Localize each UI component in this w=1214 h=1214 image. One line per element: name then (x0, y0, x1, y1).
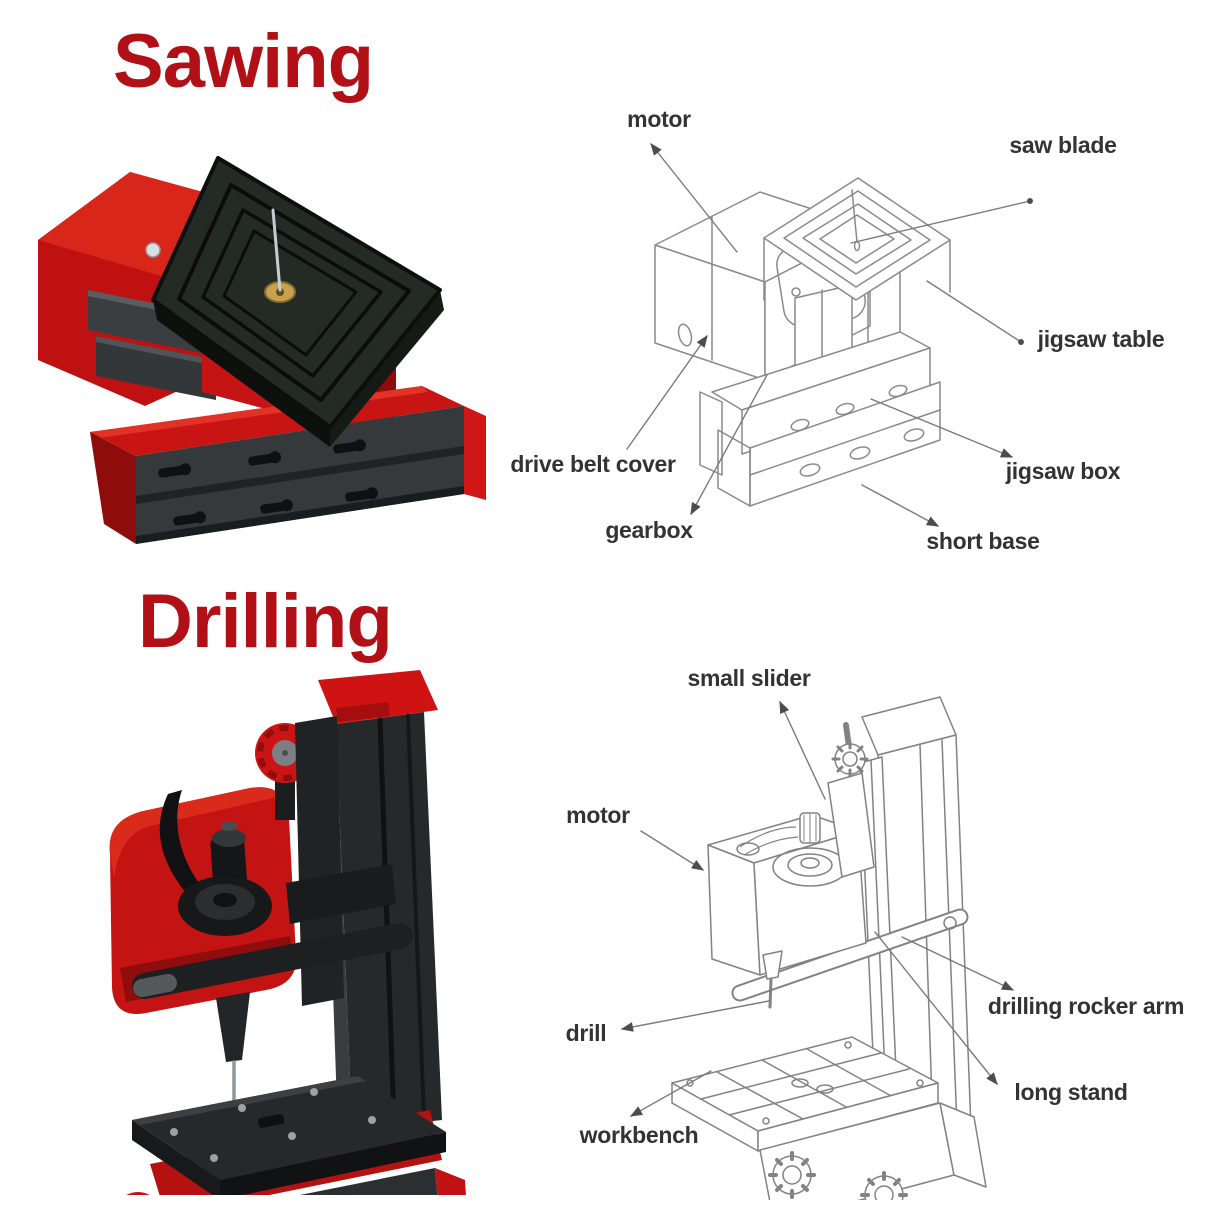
label-small-slider: small slider (687, 665, 811, 691)
base-outline (759, 1102, 987, 1200)
motor-outline (707, 812, 867, 976)
drill-outline (762, 950, 783, 1009)
label-long-stand: long stand (1014, 1079, 1128, 1105)
drilling-machine-photo (109, 670, 466, 1195)
label-drilling-rocker-arm: drilling rocker arm (987, 993, 1185, 1019)
label-saw-blade: saw blade (1009, 132, 1117, 158)
sawing-title: Sawing (113, 19, 374, 104)
label-drive-belt-cover: drive belt cover (510, 451, 676, 477)
label-sawing-motor: motor (627, 106, 691, 132)
label-short-base: short base (926, 528, 1040, 554)
sawing-line-diagram (654, 177, 951, 507)
base-knob-left (768, 1151, 816, 1199)
small-slider-outline (827, 722, 875, 878)
table-knob (126, 1192, 150, 1195)
bench-screws (170, 1088, 376, 1162)
clamp-and-arm (132, 716, 413, 1006)
label-jigsaw-table: jigsaw table (1037, 326, 1165, 352)
drive-belt (159, 790, 204, 893)
workbench-assembly (126, 1076, 466, 1195)
jigsaw-table (151, 156, 444, 447)
label-gearbox: gearbox (605, 517, 693, 543)
machine-base (90, 386, 486, 544)
keyhole-slots (158, 439, 378, 526)
drilling-title: Drilling (138, 579, 393, 664)
label-workbench: workbench (579, 1122, 699, 1148)
rocker-arm (132, 923, 413, 999)
rocker-arm-outline (731, 908, 969, 1002)
label-drilling-motor: motor (566, 802, 630, 828)
label-drill: drill (565, 1020, 607, 1046)
drilling-line-diagram (671, 696, 987, 1200)
base-knob-right (860, 1171, 908, 1200)
sawing-machine-photo (38, 156, 486, 544)
saw-blade-pin (271, 208, 282, 292)
label-jigsaw-box: jigsaw box (1005, 458, 1121, 484)
screw (145, 242, 161, 258)
pulley (178, 821, 272, 936)
